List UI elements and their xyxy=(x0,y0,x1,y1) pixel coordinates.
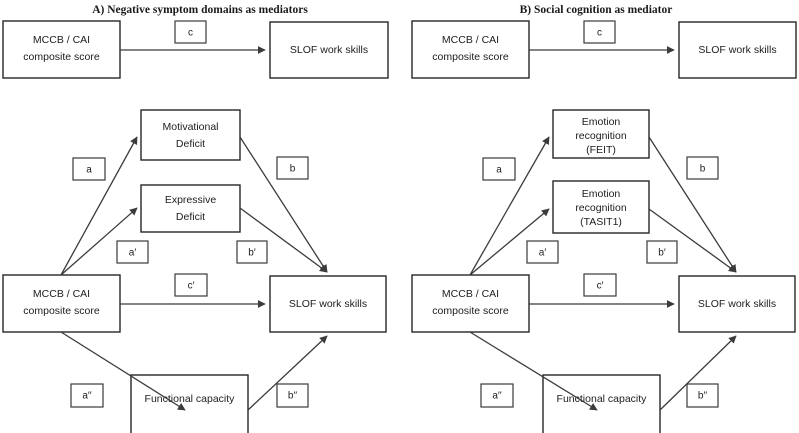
node-predictor-b-line1: MCCB / CAI xyxy=(442,288,499,300)
path-label-a-b3: b′′ xyxy=(288,391,297,402)
node-predictor-top-a-line2: composite score xyxy=(23,51,100,63)
panel-a-mediation-model: MCCB / CAI composite score SLOF work ski… xyxy=(2,109,387,433)
edge-a-b2 xyxy=(239,207,328,273)
edge-b-a1 xyxy=(469,136,550,276)
node-outcome-b xyxy=(678,275,796,333)
path-label-a-a1: a xyxy=(86,165,92,176)
node-mediator-b-2-line1: Emotion xyxy=(582,188,621,200)
node-predictor-top-a-line1: MCCB / CAI xyxy=(33,34,90,46)
path-label-box-b-cprime xyxy=(583,273,617,297)
panel-b-mediation-model: MCCB / CAI composite score SLOF work ski… xyxy=(411,109,796,433)
path-label-b-b3: b′′ xyxy=(698,391,707,402)
edge-b-a2 xyxy=(469,208,550,276)
panel-b-total-effect-model: MCCB / CAI composite score SLOF work ski… xyxy=(411,20,797,79)
edge-a-a3 xyxy=(60,331,186,411)
node-mediator-a-2-line1: Expressive xyxy=(165,194,217,206)
path-label-b-a2: a′ xyxy=(539,248,547,259)
path-label-box-a-b2 xyxy=(236,240,268,264)
node-outcome-a-label: SLOF work skills xyxy=(289,298,367,310)
path-label-box-b-a1 xyxy=(482,157,516,181)
edge-b-b1 xyxy=(648,136,737,273)
node-mediator-b-2-line3: (TASIT1) xyxy=(580,216,622,228)
node-predictor-top-a xyxy=(2,20,121,79)
path-label-box-a-b1 xyxy=(276,156,309,180)
path-label-box-b-b3 xyxy=(686,383,719,408)
path-label-box-c-a xyxy=(174,20,207,44)
path-label-box-a-a2 xyxy=(116,240,149,264)
node-mediator-a-3 xyxy=(130,374,249,433)
edge-a-b3 xyxy=(247,335,328,411)
panel-a: A) Negative symptom domains as mediators… xyxy=(2,4,389,433)
node-predictor-top-b-line1: MCCB / CAI xyxy=(442,34,499,46)
path-label-box-b-a3 xyxy=(480,383,514,408)
node-mediator-a-2 xyxy=(140,184,241,233)
node-mediator-b-3-line1: Functional capacity xyxy=(557,393,648,405)
path-label-b-b1: b xyxy=(700,164,706,175)
node-mediator-b-1 xyxy=(552,109,650,159)
node-mediator-a-1-line2: Deficit xyxy=(176,138,205,150)
node-mediator-b-1-line1: Emotion xyxy=(582,116,621,128)
panel-b: B) Social cognition as mediator MCCB / C… xyxy=(411,4,797,433)
node-predictor-top-b xyxy=(411,20,530,79)
edge-b-b3 xyxy=(659,335,737,411)
path-label-a-cprime: c′ xyxy=(188,281,195,292)
path-label-a-b1: b xyxy=(290,164,296,175)
path-label-b-a3: a′′ xyxy=(492,391,501,402)
node-mediator-b-3 xyxy=(542,374,661,433)
edge-a-a1 xyxy=(60,136,138,276)
path-label-box-b-b2 xyxy=(646,240,678,264)
path-label-a-b2: b′ xyxy=(248,248,256,259)
edge-a-b1 xyxy=(239,136,328,273)
path-label-box-a-b3 xyxy=(276,383,309,408)
panel-a-total-effect-model: MCCB / CAI composite score SLOF work ski… xyxy=(2,20,389,79)
node-predictor-a-line2: composite score xyxy=(23,305,100,317)
path-label-c-a: c xyxy=(188,28,193,39)
node-predictor-a xyxy=(2,274,121,333)
node-predictor-b-line2: composite score xyxy=(432,305,509,317)
node-outcome-top-b xyxy=(678,21,797,79)
node-mediator-b-2-line2: recognition xyxy=(575,202,627,214)
path-label-b-b2: b′ xyxy=(658,248,666,259)
node-outcome-top-b-label: SLOF work skills xyxy=(698,44,776,56)
path-label-box-a-cprime xyxy=(174,273,208,297)
node-mediator-a-1 xyxy=(140,109,241,161)
path-label-a-a2: a′ xyxy=(129,248,137,259)
path-label-b-a1: a xyxy=(496,165,502,176)
node-mediator-a-3-line1: Functional capacity xyxy=(145,393,236,405)
node-predictor-a-line1: MCCB / CAI xyxy=(33,288,90,300)
path-label-c-b: c xyxy=(597,28,602,39)
path-label-box-a-a3 xyxy=(70,383,104,408)
node-mediator-b-2 xyxy=(552,180,650,234)
node-predictor-b xyxy=(411,274,530,333)
node-outcome-a xyxy=(269,275,387,333)
panel-b-title: B) Social cognition as mediator xyxy=(520,4,673,16)
panel-a-title: A) Negative symptom domains as mediators xyxy=(92,4,308,16)
node-predictor-top-b-line2: composite score xyxy=(432,51,509,63)
edge-b-b2 xyxy=(648,208,737,273)
path-label-box-a-a1 xyxy=(72,157,106,181)
node-outcome-b-label: SLOF work skills xyxy=(698,298,776,310)
node-mediator-a-2-line2: Deficit xyxy=(176,211,205,223)
edge-b-a3 xyxy=(469,331,598,411)
path-label-box-b-b1 xyxy=(686,156,719,180)
path-label-box-b-a2 xyxy=(526,240,559,264)
path-label-a-a3: a′′ xyxy=(82,391,91,402)
node-outcome-top-a xyxy=(269,21,389,79)
node-mediator-a-1-line1: Motivational xyxy=(162,121,218,133)
node-mediator-b-1-line3: (FEIT) xyxy=(586,144,616,156)
node-mediator-b-1-line2: recognition xyxy=(575,130,627,142)
path-label-b-cprime: c′ xyxy=(597,281,604,292)
edge-a-a2 xyxy=(60,207,138,276)
path-label-box-c-b xyxy=(583,20,616,44)
node-outcome-top-a-label: SLOF work skills xyxy=(290,44,368,56)
